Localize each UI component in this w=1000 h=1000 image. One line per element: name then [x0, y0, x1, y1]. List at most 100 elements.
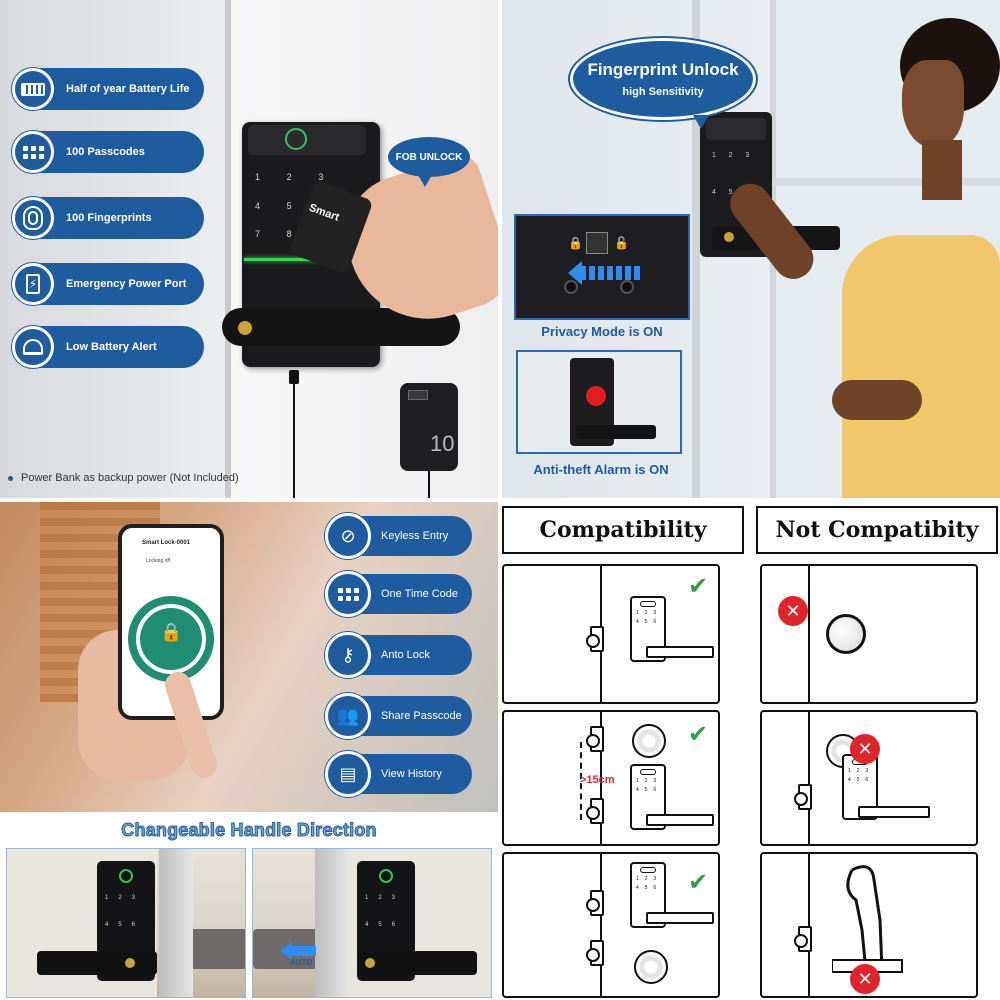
- key: 4: [365, 921, 369, 928]
- key: 3: [653, 610, 657, 616]
- key: 1: [365, 895, 369, 901]
- fingerprint-sensor-icon: [285, 128, 307, 150]
- key: 5: [118, 921, 122, 928]
- feature-keyless-entry: ⊘ Keyless Entry: [325, 513, 472, 559]
- fingerprint-sensor-icon: [379, 869, 393, 883]
- door-edge-line: [600, 712, 602, 844]
- key: 1: [636, 778, 639, 784]
- feature-fingerprints: 100 Fingerprints: [12, 197, 204, 239]
- key: 3: [653, 876, 657, 882]
- arrow-left-icon: [568, 261, 582, 285]
- lock-lever-handle: [37, 951, 157, 975]
- cross-icon: ✕: [850, 964, 880, 994]
- feature-label: 100 Fingerprints: [66, 212, 152, 224]
- latch-icon: [586, 626, 604, 652]
- key: 1: [848, 768, 851, 774]
- key: 4: [636, 885, 639, 891]
- fingerprint-sensor-icon: [119, 869, 133, 883]
- woman-neck: [922, 140, 962, 200]
- latch-icon: [794, 926, 812, 952]
- lock-top-panel: [706, 118, 766, 140]
- latch-icon: [586, 798, 604, 824]
- key: 2: [644, 778, 648, 784]
- feature-label: View History: [381, 768, 442, 780]
- feature-label: Share Passcode: [381, 710, 462, 722]
- handle-diagram: [646, 912, 714, 924]
- latch-icon: [586, 890, 604, 916]
- key: 5: [644, 619, 648, 625]
- key: 1: [105, 895, 109, 901]
- door-edge-line: [808, 854, 810, 996]
- handle-diagram: [646, 814, 714, 826]
- history-icon: ▤: [325, 751, 371, 797]
- key: 6: [391, 921, 395, 928]
- keypad-icon: [12, 131, 54, 173]
- door-edge-line: [808, 566, 810, 702]
- key: 6: [131, 921, 135, 928]
- bullet-icon: [8, 475, 13, 481]
- compatible-header: Compatibility: [502, 506, 744, 554]
- feature-label: One Time Code: [381, 588, 459, 600]
- fingerprint-icon: [12, 197, 54, 239]
- usb-cable: [293, 378, 295, 498]
- key: 2: [644, 876, 648, 882]
- key: 4: [105, 921, 109, 928]
- lock-top-panel: [248, 125, 366, 155]
- feature-label: Keyless Entry: [381, 530, 449, 542]
- screw-icon: [564, 280, 578, 294]
- alarm-icon: [12, 326, 54, 368]
- key: 3: [131, 895, 135, 901]
- key: 3: [391, 895, 395, 901]
- key: 6: [865, 777, 869, 783]
- privacy-caption: Privacy Mode is ON: [541, 324, 663, 339]
- measure-line: [580, 742, 582, 820]
- feature-label: 100 Passcodes: [66, 146, 145, 158]
- key: 5: [378, 921, 382, 928]
- key: 1: [636, 876, 639, 882]
- note-text: Power Bank as backup power (Not Included…: [21, 472, 239, 484]
- handle-diagram: [858, 806, 930, 818]
- feature-auto-lock: ⚷ Anto Lock: [325, 632, 472, 678]
- feature-battery-life: Half of year Battery Life: [12, 68, 204, 110]
- key: 2: [644, 610, 648, 616]
- feature-label: Emergency Power Port: [66, 278, 187, 290]
- key: 4: [636, 619, 639, 625]
- lock-keypad: 1 2 3 4 5 6: [105, 895, 145, 945]
- door-edge-line: [808, 712, 810, 844]
- app-features-panel: Smart Lock-0001 Locking off 🔒 ⊘ Keyless …: [0, 502, 498, 1000]
- cross-icon: ✕: [850, 734, 880, 764]
- alarm-bell-icon: [586, 386, 606, 406]
- users-icon: 👥: [325, 693, 371, 739]
- keypad-icon: [325, 571, 371, 617]
- feature-label: Anto Lock: [381, 649, 430, 661]
- woman-body: [842, 235, 1000, 498]
- key: 4: [255, 200, 261, 211]
- check-icon: ✔: [688, 869, 709, 896]
- latch-icon: [586, 726, 604, 752]
- key: 1: [255, 172, 261, 182]
- check-icon: ✔: [688, 721, 709, 748]
- fob-unlock-label: FOB UNLOCK: [395, 151, 463, 163]
- alarm-caption: Anti-theft Alarm is ON: [533, 462, 669, 477]
- door-edge: [315, 849, 349, 997]
- feature-low-battery: Low Battery Alert: [12, 326, 204, 368]
- arrow-shaft: [292, 946, 316, 956]
- handle-diagram: [646, 646, 714, 658]
- keyhole-icon: [125, 958, 135, 968]
- unlock-button[interactable]: [140, 608, 202, 670]
- not-compatible-case-3: ✕: [760, 852, 978, 998]
- app-title: Smart Lock-0001: [142, 540, 191, 546]
- keyhole-icon: [365, 958, 375, 968]
- power-bank-display: [408, 390, 428, 400]
- privacy-slider: [586, 232, 608, 254]
- key: 3: [318, 172, 324, 182]
- door-frame: [692, 0, 700, 498]
- lock-lever-handle: [576, 425, 656, 439]
- compatible-case-1: 1 2 3 4 5 6 ✔: [502, 564, 720, 704]
- not-compatible-header: Not Compatibity: [756, 506, 998, 554]
- fob-label: Smart: [307, 201, 341, 224]
- key: 4: [636, 787, 639, 793]
- key: 7: [255, 229, 261, 240]
- handle-direction-title: Changeable Handle Direction: [121, 820, 377, 841]
- key: 1: [712, 152, 716, 159]
